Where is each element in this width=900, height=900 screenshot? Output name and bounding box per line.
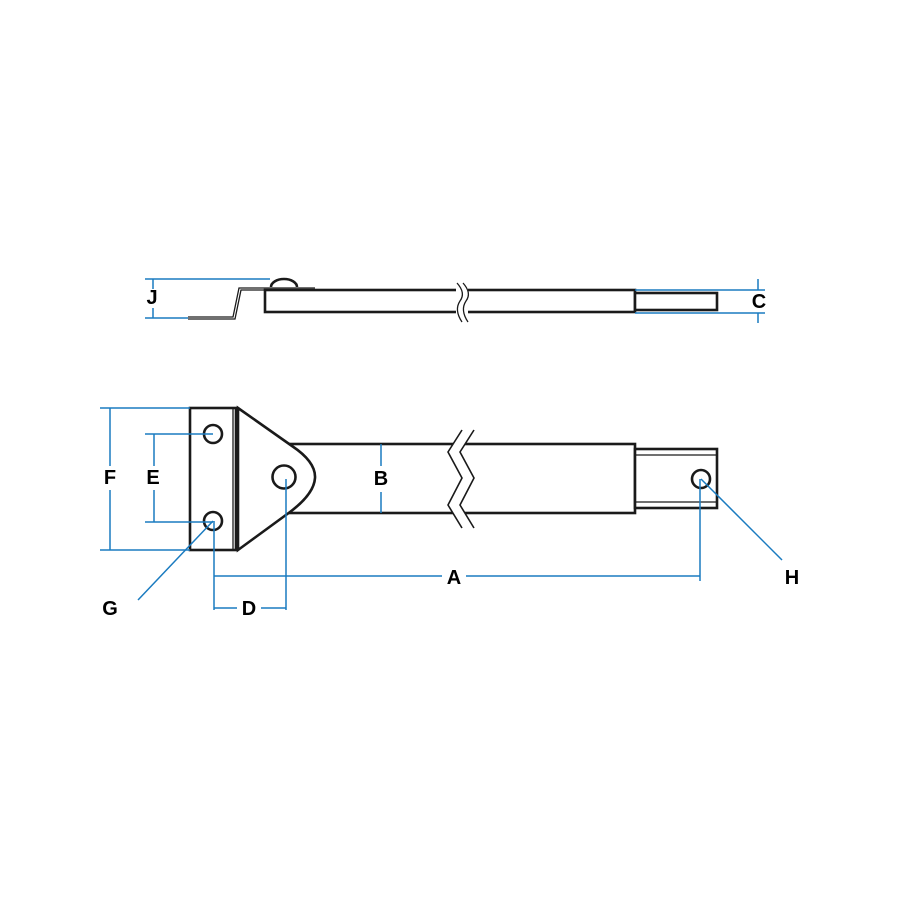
break-line-top bbox=[456, 282, 470, 323]
label-e: E bbox=[146, 467, 159, 489]
label-h: H bbox=[785, 567, 799, 589]
label-f: F bbox=[104, 467, 116, 489]
dim-f-lines bbox=[100, 407, 190, 551]
break-gap bbox=[456, 286, 468, 318]
label-b: B bbox=[374, 468, 388, 490]
label-a: A bbox=[447, 567, 461, 589]
label-g: G bbox=[102, 598, 118, 620]
break-line-front bbox=[447, 429, 475, 529]
dim-d-lines bbox=[214, 479, 287, 610]
leader-g bbox=[137, 520, 214, 601]
top-view: F E B A D G H bbox=[100, 405, 799, 620]
tab-edges bbox=[635, 454, 717, 503]
break-gap bbox=[448, 428, 474, 530]
tube-side bbox=[263, 288, 637, 314]
bracket-offset bbox=[188, 287, 315, 320]
rivet-head bbox=[269, 277, 299, 288]
pivot-hole bbox=[271, 464, 297, 490]
tab-side bbox=[633, 291, 719, 312]
label-j: J bbox=[146, 287, 157, 309]
dim-a-lines bbox=[213, 479, 701, 610]
dim-j-lines bbox=[145, 278, 270, 319]
leader-h bbox=[700, 478, 783, 561]
label-d: D bbox=[242, 598, 256, 620]
dim-c-lines bbox=[635, 279, 765, 323]
side-view: J C bbox=[145, 277, 766, 323]
dim-e-lines bbox=[145, 433, 213, 523]
label-c: C bbox=[752, 291, 766, 313]
